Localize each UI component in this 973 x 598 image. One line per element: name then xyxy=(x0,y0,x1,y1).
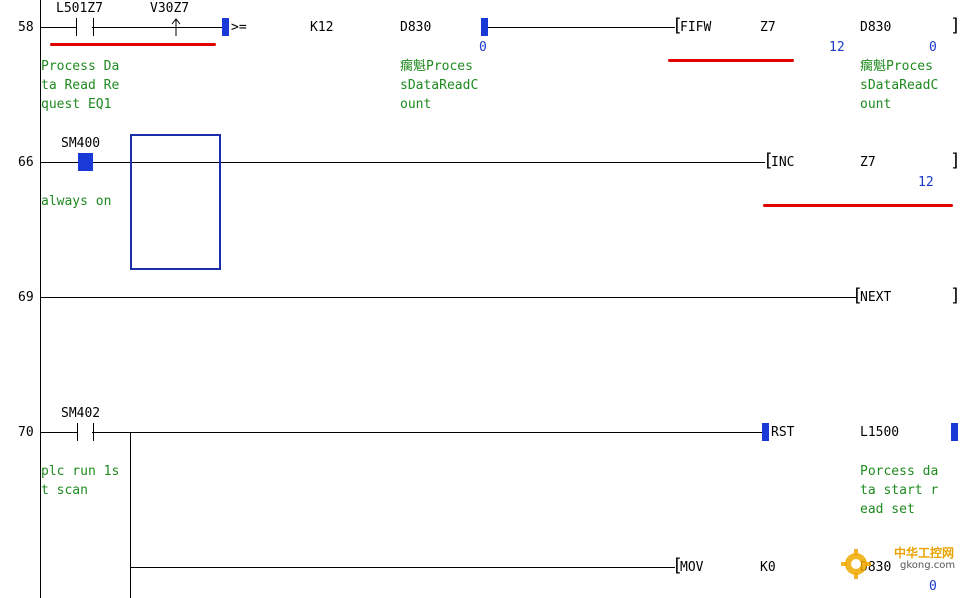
editor-cursor[interactable] xyxy=(130,134,221,270)
branch-operand-1[interactable]: K0 xyxy=(760,560,776,575)
instruction-name[interactable]: RST xyxy=(771,425,795,440)
left-power-rail xyxy=(40,0,41,598)
device-comment: Porcess data start read set xyxy=(860,464,939,517)
instruction-open-bracket: [ xyxy=(852,285,863,306)
instruction-name[interactable]: FIFW xyxy=(680,20,712,35)
contact-label: SM402 xyxy=(61,406,101,421)
instruction-open-bracket: [ xyxy=(763,150,774,171)
step-number: 58 xyxy=(18,20,34,35)
monitor-value: 12 xyxy=(829,40,845,55)
instruction-operand-2[interactable]: D830 xyxy=(860,20,892,35)
contact-label: L501Z7 xyxy=(56,1,103,16)
contact-label: V30Z7 xyxy=(150,1,190,16)
gear-icon xyxy=(841,549,871,579)
instruction-name[interactable]: INC xyxy=(771,155,795,170)
compare-operator[interactable]: >= xyxy=(231,20,247,35)
monitor-value: 12 xyxy=(918,175,934,190)
instruction-open-bracket: [ xyxy=(672,15,683,36)
step-number: 69 xyxy=(18,290,34,305)
branch-instruction-name[interactable]: MOV xyxy=(680,560,704,575)
branch-line xyxy=(130,432,131,598)
red-annotation-underline xyxy=(50,43,216,46)
instruction-open-bracket: [ xyxy=(672,555,683,576)
device-comment: Process Data Read Request EQ1 xyxy=(41,59,120,112)
step-number: 70 xyxy=(18,425,34,440)
compare-cursor-marker[interactable] xyxy=(222,18,229,36)
device-comment: always on xyxy=(41,194,112,209)
instruction-cursor-marker[interactable] xyxy=(762,423,769,441)
compare-s2[interactable]: D830 xyxy=(400,20,432,35)
instruction-end-marker[interactable] xyxy=(951,423,958,441)
step-number: 66 xyxy=(18,155,34,170)
instruction-close-bracket: ] xyxy=(950,150,961,171)
monitor-value: 0 xyxy=(929,40,937,55)
compare-s1[interactable]: K12 xyxy=(310,20,334,35)
device-comment: 瘸魁ProcessDataReadCount xyxy=(860,59,939,112)
compare-end-marker[interactable] xyxy=(481,18,488,36)
device-comment: plc run 1st scan xyxy=(41,464,120,498)
watermark-title: 中华工控网 xyxy=(894,546,955,560)
instruction-close-bracket: ] xyxy=(950,285,961,306)
watermark-url: gkong.com xyxy=(900,560,956,571)
instruction-operand-1[interactable]: Z7 xyxy=(760,20,776,35)
instruction-name[interactable]: NEXT xyxy=(860,290,892,305)
monitor-value: 0 xyxy=(929,579,937,594)
device-comment: 瘸魁ProcessDataReadCount xyxy=(400,59,479,112)
contact-label: SM400 xyxy=(61,136,101,151)
instruction-close-bracket: ] xyxy=(950,15,961,36)
contact-on-indicator[interactable] xyxy=(78,153,93,171)
watermark: 中华工控网 gkong.com xyxy=(838,540,968,590)
red-annotation-underline xyxy=(763,204,953,207)
monitor-value: 0 xyxy=(479,40,487,55)
instruction-operand-1[interactable]: L1500 xyxy=(860,425,900,440)
instruction-operand-1[interactable]: Z7 xyxy=(860,155,876,170)
red-annotation-underline xyxy=(668,59,794,62)
